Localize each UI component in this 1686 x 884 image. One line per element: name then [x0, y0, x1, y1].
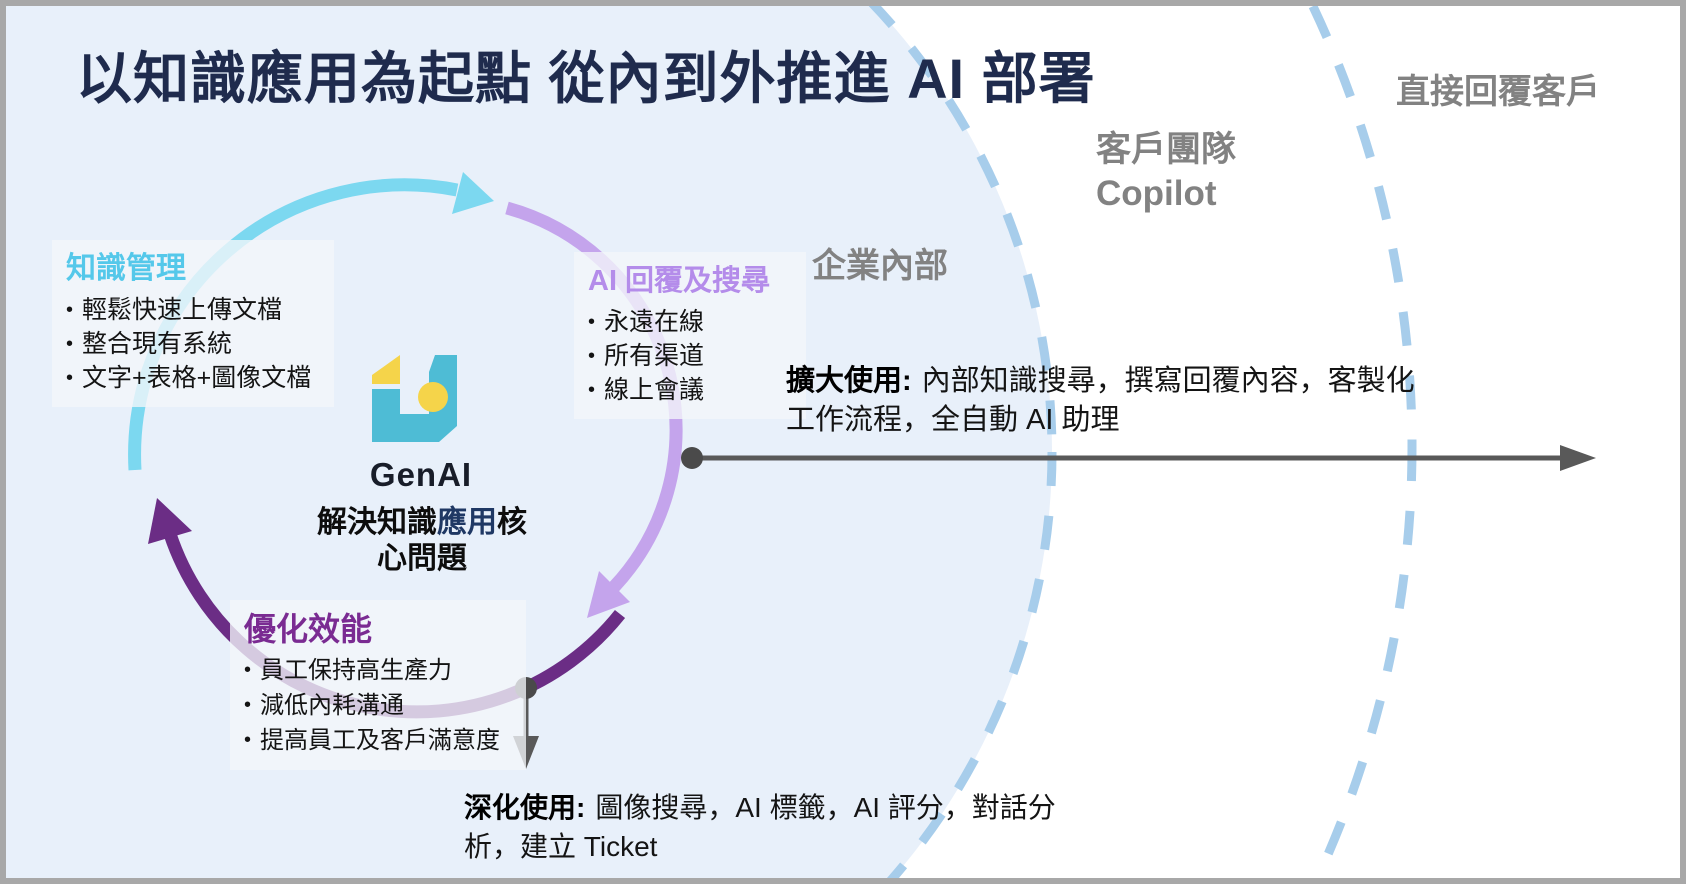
center-tagline: 解決知識應用核心問題: [305, 505, 539, 577]
center-brand: GenAI: [369, 456, 473, 493]
zone-label-enterprise: 企業內部: [812, 247, 948, 285]
callout-deepen-text: 圖像搜尋，AI 標籤，AI 評分，對話分析，建立 Ticket: [464, 792, 1056, 862]
panel-optimize-title: 優化效能: [244, 611, 373, 647]
callout-expand-label: 擴大使用:: [786, 365, 912, 397]
list-item: 文字+表格+圖像文檔: [66, 361, 320, 395]
callout-expand-use: 擴大使用:內部知識搜尋，撰寫回覆內容，客製化工作流程，全自動 AI 助理: [786, 362, 1431, 440]
genai-logo-icon: [372, 355, 457, 442]
cycle-arrowhead-dark-purple: [148, 498, 192, 544]
list-item: 減低內耗溝通: [244, 688, 512, 723]
zone-label-customer-team-line1: 客戶團隊: [1096, 130, 1237, 169]
panel-optimize-list: 員工保持高生產力 減低內耗溝通 提高員工及客戶滿意度: [244, 653, 512, 758]
panel-optimize-performance: 優化效能 員工保持高生產力 減低內耗溝通 提高員工及客戶滿意度: [230, 600, 526, 770]
zone-label-direct-reply: 直接回覆客戶: [1396, 73, 1600, 111]
expand-arrow-dot: [681, 447, 703, 469]
list-item: 所有渠道: [588, 339, 792, 373]
zone-label-customer-team-line2: Copilot: [1096, 174, 1217, 213]
list-item: 線上會議: [588, 373, 792, 407]
tagline-pre: 解決知識: [317, 506, 437, 539]
expand-arrow-head: [1560, 445, 1596, 471]
list-item: 整合現有系統: [66, 327, 320, 361]
panel-knowledge-list: 輕鬆快速上傳文檔 整合現有系統 文字+表格+圖像文檔: [66, 293, 320, 395]
list-item: 永遠在線: [588, 305, 792, 339]
callout-expand-text: 內部知識搜尋，撰寫回覆內容，客製化工作流程，全自動 AI 助理: [786, 365, 1415, 436]
panel-knowledge-title: 知識管理: [66, 252, 186, 285]
outer-zone-dashed-circle: [1307, 6, 1417, 878]
tagline-highlight: 應用: [437, 506, 497, 539]
tagline-post: 核心問題: [377, 506, 527, 575]
panel-ai-reply-search: AI 回覆及搜尋 永遠在線 所有渠道 線上會議: [574, 252, 806, 419]
cycle-arrowhead-light-purple: [587, 571, 630, 618]
panel-ai-list: 永遠在線 所有渠道 線上會議: [588, 305, 792, 407]
list-item: 員工保持高生產力: [244, 653, 512, 688]
page-title: 以知識應用為起點 從內到外推進 AI 部署: [76, 47, 1096, 110]
panel-ai-title: AI 回覆及搜尋: [588, 265, 771, 297]
list-item: 提高員工及客戶滿意度: [244, 723, 512, 758]
callout-deepen-label: 深化使用:: [464, 792, 586, 823]
list-item: 輕鬆快速上傳文檔: [66, 293, 320, 327]
panel-knowledge-management: 知識管理 輕鬆快速上傳文檔 整合現有系統 文字+表格+圖像文檔: [52, 240, 334, 407]
zone-label-customer-team: 客戶團隊 Copilot: [1096, 128, 1236, 216]
callout-deepen-use: 深化使用:圖像搜尋，AI 標籤，AI 評分，對話分析，建立 Ticket: [464, 788, 1069, 866]
cycle-arrowhead-cyan: [452, 172, 494, 214]
